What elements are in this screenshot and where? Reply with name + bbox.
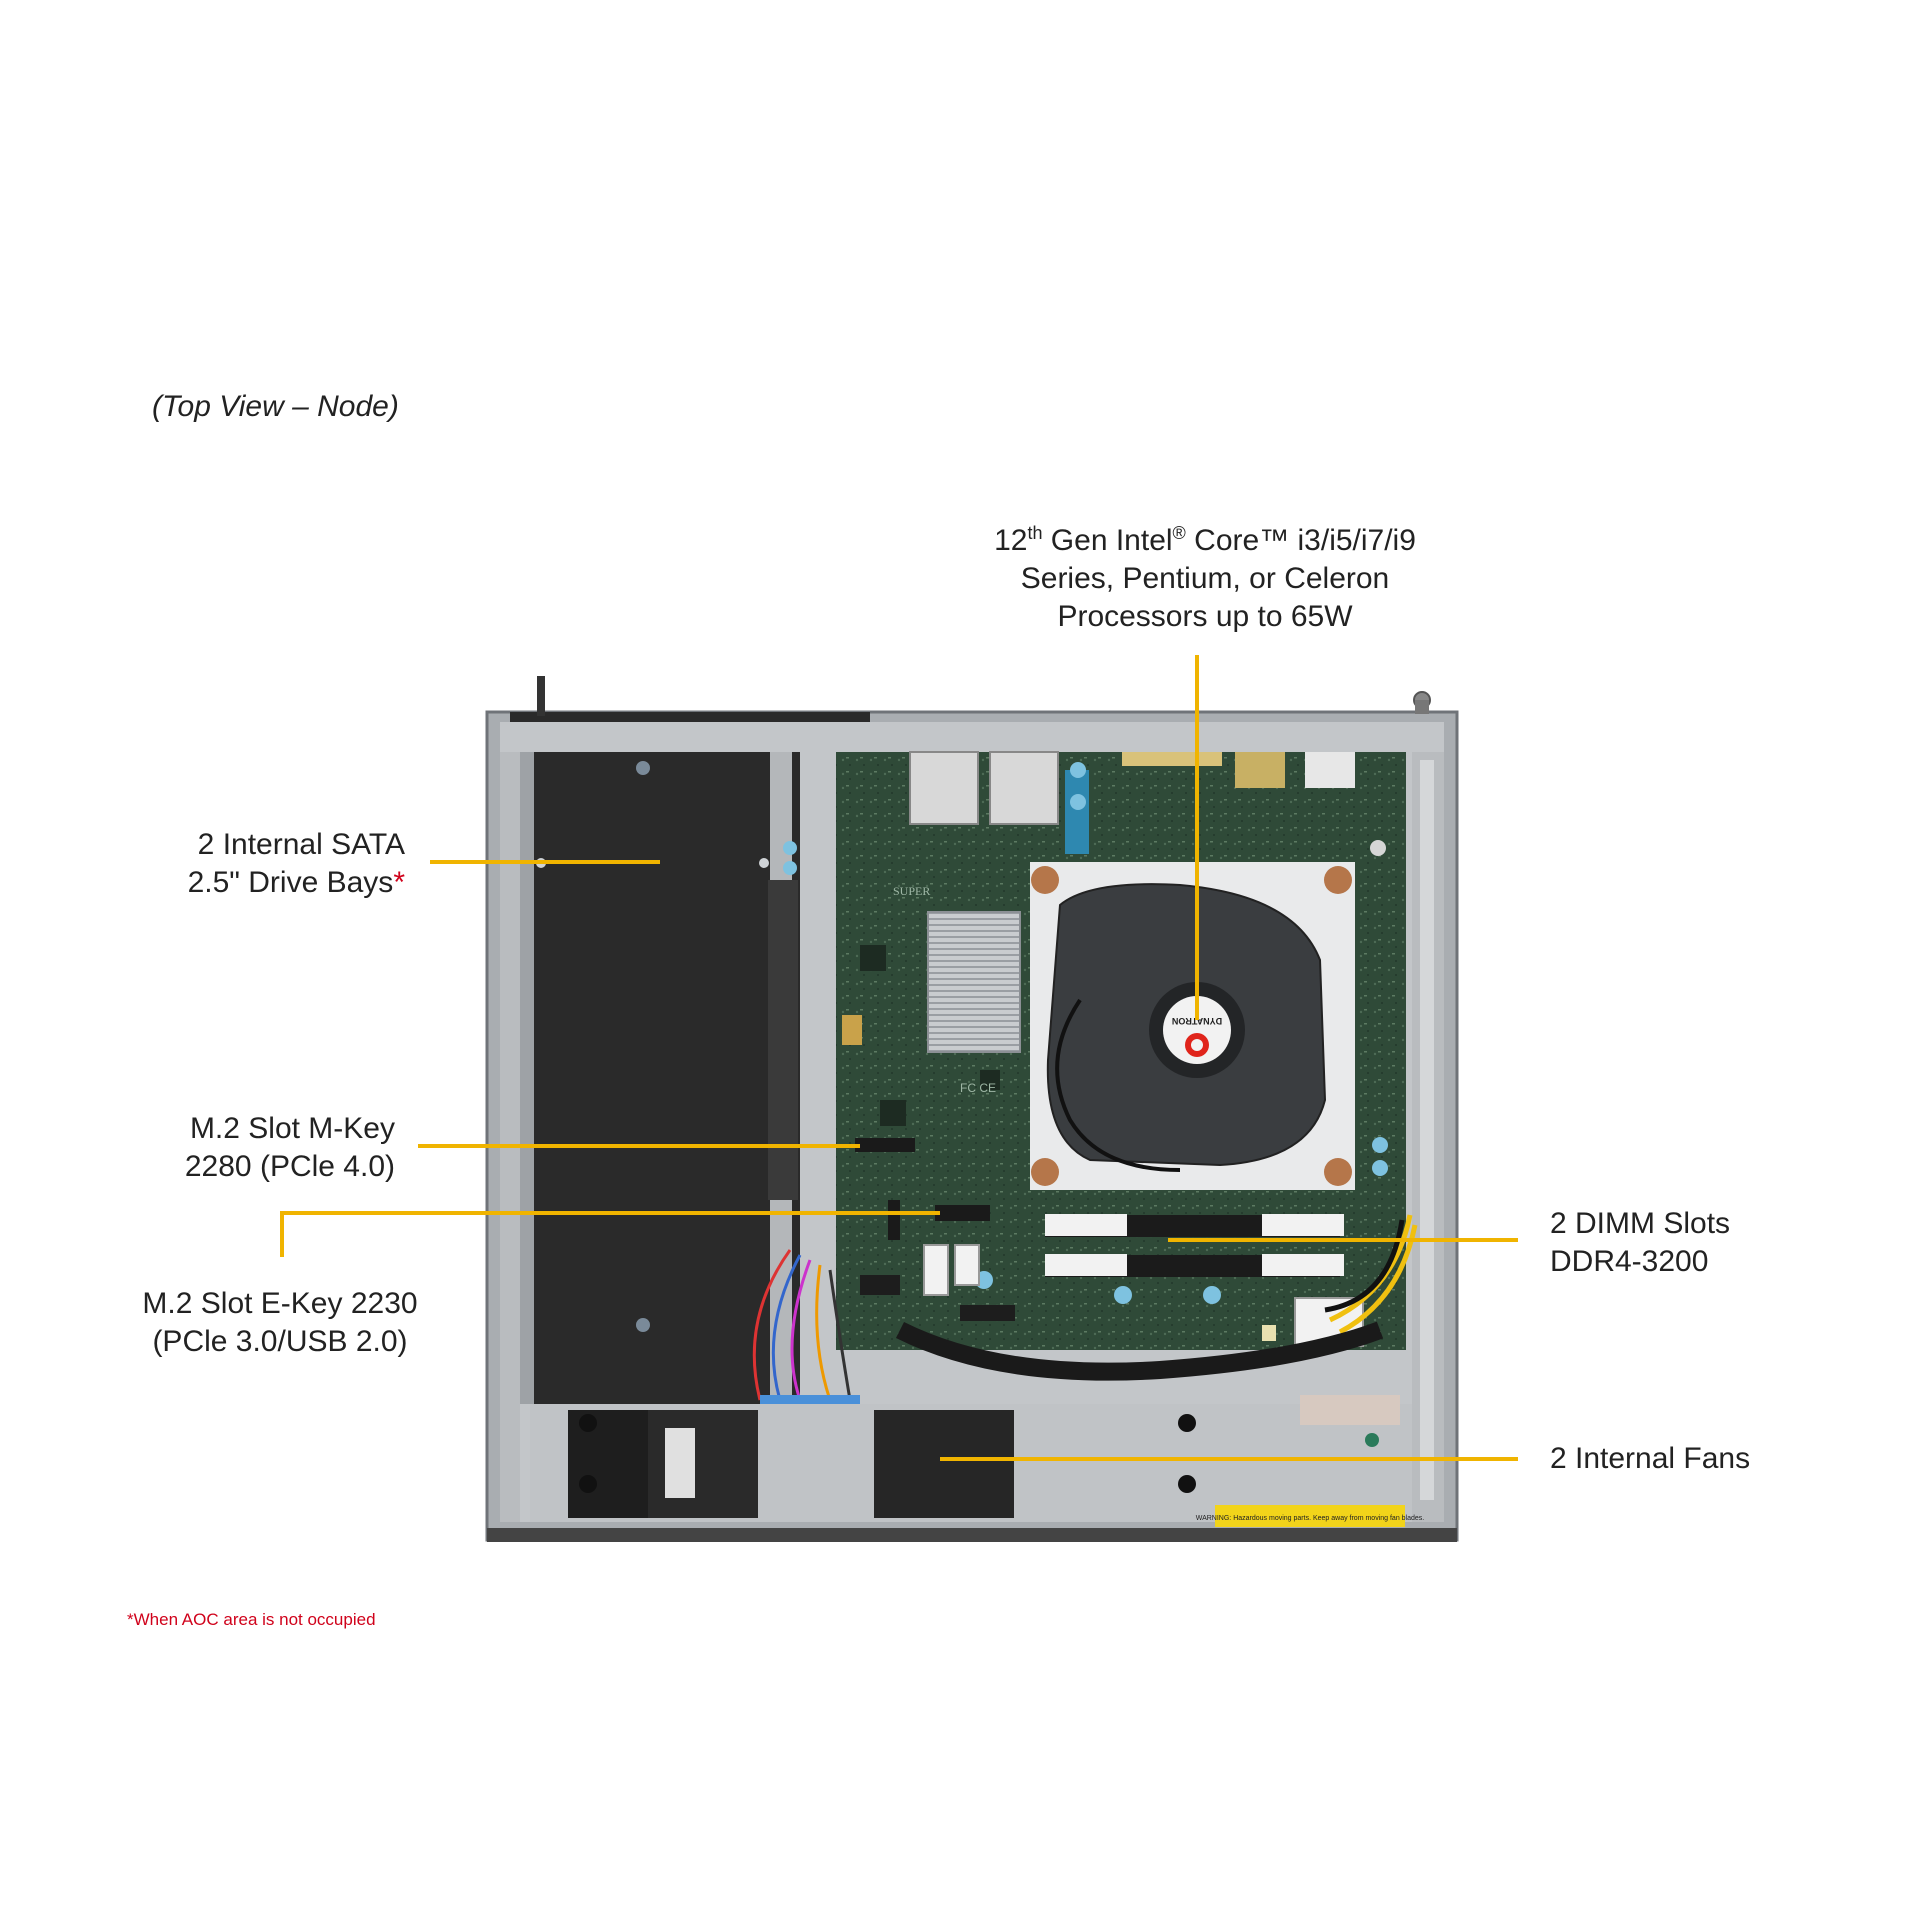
callout-m2-ekey-line1: M.2 Slot E-Key 2230	[142, 1287, 418, 1320]
callout-m2-mkey-line2: 2280 (PCle 4.0)	[184, 1150, 395, 1183]
view-title: (Top View – Node)	[152, 390, 399, 423]
callout-dimm-line2: DDR4-3200	[1550, 1245, 1709, 1278]
callout-sata-line1: 2 Internal SATA	[197, 828, 405, 861]
callout-dimm-line1: 2 DIMM Slots	[1550, 1207, 1731, 1240]
callout-sata: 2 Internal SATA 2.5" Drive Bays*	[150, 826, 405, 902]
callout-fans-line1: 2 Internal Fans	[1550, 1442, 1751, 1475]
callout-m2-ekey: M.2 Slot E-Key 2230 (PCle 3.0/USB 2.0)	[130, 1285, 430, 1361]
footnote-mark: *	[393, 866, 405, 899]
warning-label-text: WARNING: Hazardous moving parts. Keep aw…	[1196, 1515, 1425, 1522]
callout-dimm: 2 DIMM Slots DDR4-3200	[1550, 1205, 1730, 1281]
leader-lines	[280, 655, 1518, 1461]
callout-m2-ekey-line2: (PCle 3.0/USB 2.0)	[152, 1325, 408, 1358]
callout-cpu-line3: Processors up to 65W	[1057, 600, 1353, 633]
drive-bay	[520, 752, 800, 1404]
internal-fans	[530, 1395, 1412, 1522]
callout-cpu-line1: 12th Gen Intel® Core™ i3/i5/i7/i9	[994, 523, 1416, 557]
callout-cpu: 12th Gen Intel® Core™ i3/i5/i7/i9 Series…	[940, 522, 1470, 636]
cert-label: FC CE	[960, 1081, 996, 1095]
callout-sata-line2: 2.5" Drive Bays*	[187, 866, 405, 899]
dimm-slots	[1045, 1214, 1344, 1277]
board-brand-label: SUPER	[893, 884, 930, 898]
fan-brand-label: DYNATRON	[1172, 1016, 1222, 1026]
fan-wires	[752, 1249, 860, 1407]
side-rails	[500, 752, 1444, 1522]
power-cables	[895, 1214, 1418, 1381]
leader-line-m2-ekey	[280, 1211, 940, 1257]
footnote: *When AOC area is not occupied	[127, 1610, 376, 1629]
callout-fans: 2 Internal Fans	[1550, 1440, 1750, 1478]
callout-m2-mkey: M.2 Slot M-Key 2280 (PCle 4.0)	[150, 1110, 395, 1186]
cpu-cooler: DYNATRON	[1030, 862, 1355, 1190]
callout-cpu-line2: Series, Pentium, or Celeron	[1020, 562, 1390, 595]
warning-label: WARNING: Hazardous moving parts. Keep aw…	[1196, 1505, 1425, 1527]
callout-m2-mkey-line1: M.2 Slot M-Key	[189, 1112, 395, 1145]
